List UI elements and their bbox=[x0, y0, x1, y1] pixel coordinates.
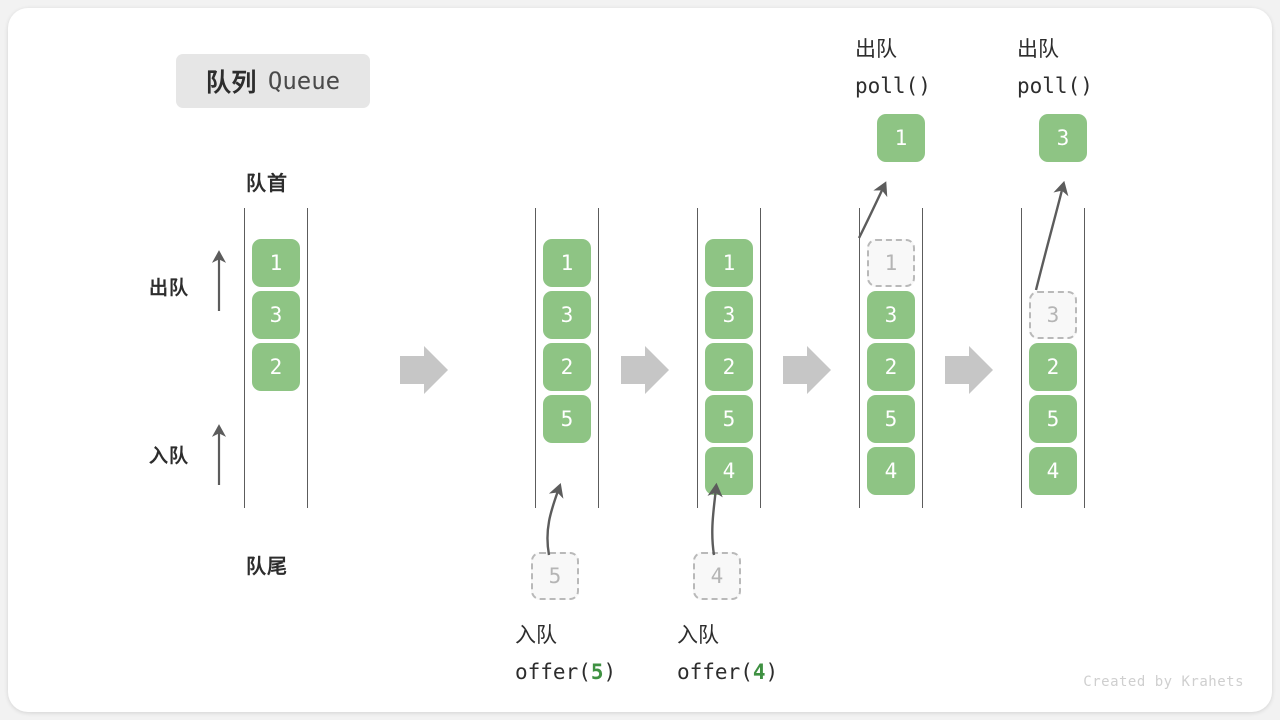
queue-cell: 1 bbox=[252, 239, 300, 287]
queue-rail-right bbox=[598, 208, 599, 508]
label-queue-rear: 队尾 bbox=[246, 556, 288, 578]
operation-label-code: offer(4) bbox=[677, 660, 779, 684]
queue-rail-left bbox=[1021, 208, 1022, 508]
watermark-credit: Created by Krahets bbox=[1083, 674, 1244, 690]
diagram-title-badge: 队列 Queue bbox=[176, 54, 370, 108]
flow-arrow-4 bbox=[945, 346, 993, 394]
queue-cell: 4 bbox=[1029, 447, 1077, 495]
queue-cell: 1 bbox=[543, 239, 591, 287]
operation-label-code: poll() bbox=[855, 74, 931, 98]
flow-arrow-3 bbox=[783, 346, 831, 394]
label-enqueue-direction: 入队 bbox=[149, 446, 190, 467]
queue-rail-left bbox=[535, 208, 536, 508]
pending-enqueue-value: 4 bbox=[693, 552, 741, 600]
queue-rail-left bbox=[859, 208, 860, 508]
polled-value: 3 bbox=[1039, 114, 1087, 162]
queue-cell: 2 bbox=[543, 343, 591, 391]
operation-caption-poll-1: 出队 poll() bbox=[855, 32, 931, 104]
queue-cell: 3 bbox=[705, 291, 753, 339]
enqueue-arrow-4 bbox=[707, 482, 723, 556]
queue-cell: 2 bbox=[867, 343, 915, 391]
operation-caption-offer-5: 入队 offer(5) bbox=[515, 618, 616, 690]
queue-cell: 3 bbox=[543, 291, 591, 339]
queue-cell: 2 bbox=[1029, 343, 1077, 391]
queue-rail-right bbox=[922, 208, 923, 508]
flow-arrow-1 bbox=[400, 346, 448, 394]
queue-cell: 4 bbox=[867, 447, 915, 495]
title-en: Queue bbox=[267, 67, 341, 95]
operation-caption-offer-4: 入队 offer(4) bbox=[677, 618, 778, 690]
queue-cell-ghost: 3 bbox=[1029, 291, 1077, 339]
operation-argument: 4 bbox=[752, 660, 766, 684]
queue-rail-left bbox=[697, 208, 698, 508]
operation-label-code: offer(5) bbox=[515, 660, 617, 684]
queue-rail-left bbox=[244, 208, 245, 508]
queue-rail-right bbox=[307, 208, 308, 508]
dequeue-arrow-3 bbox=[1034, 180, 1069, 291]
queue-cell: 2 bbox=[705, 343, 753, 391]
operation-label-cn: 出队 bbox=[855, 38, 897, 61]
operation-label-code: poll() bbox=[1017, 74, 1093, 98]
queue-rail-right bbox=[760, 208, 761, 508]
flow-arrow-2 bbox=[621, 346, 669, 394]
dequeue-arrow-1 bbox=[857, 181, 888, 239]
polled-value: 1 bbox=[877, 114, 925, 162]
enqueue-arrow-5 bbox=[546, 483, 564, 556]
queue-rail-right bbox=[1084, 208, 1085, 508]
queue-cell: 2 bbox=[252, 343, 300, 391]
operation-argument: 5 bbox=[590, 660, 604, 684]
queue-cell: 5 bbox=[705, 395, 753, 443]
queue-cell: 5 bbox=[1029, 395, 1077, 443]
operation-label-cn: 出队 bbox=[1017, 38, 1059, 61]
queue-cell: 5 bbox=[867, 395, 915, 443]
queue-cell: 3 bbox=[252, 291, 300, 339]
operation-label-cn: 入队 bbox=[515, 624, 557, 647]
label-dequeue-direction: 出队 bbox=[149, 278, 190, 299]
title-cn: 队列 bbox=[205, 69, 257, 97]
label-queue-front: 队首 bbox=[246, 173, 288, 195]
operation-label-cn: 入队 bbox=[677, 624, 719, 647]
operation-caption-poll-3: 出队 poll() bbox=[1017, 32, 1093, 104]
queue-cell: 1 bbox=[705, 239, 753, 287]
queue-cell-ghost: 1 bbox=[867, 239, 915, 287]
queue-cell: 4 bbox=[705, 447, 753, 495]
queue-cell: 5 bbox=[543, 395, 591, 443]
queue-cell: 3 bbox=[867, 291, 915, 339]
arrow-overlay bbox=[211, 180, 1069, 556]
pending-enqueue-value: 5 bbox=[531, 552, 579, 600]
